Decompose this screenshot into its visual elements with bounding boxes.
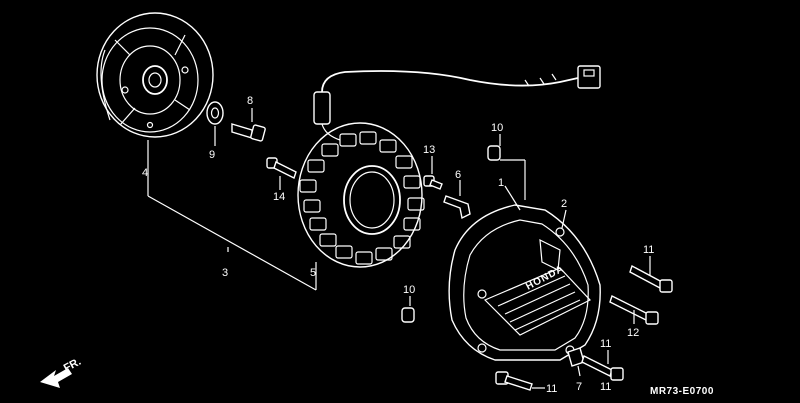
callout-8: 8: [247, 95, 253, 107]
cover-bolt-right: [581, 355, 624, 381]
gasket-tab: [567, 347, 585, 367]
callout-5: 5: [310, 267, 316, 279]
cover-bolt-12: [609, 295, 659, 325]
callout-12: 12: [627, 327, 639, 339]
callout-11-bottom: 11: [546, 383, 557, 395]
callout-11-right: 11: [600, 338, 611, 350]
dowel-pin-upper: [487, 145, 501, 161]
diagram-code: MR73-E0700: [650, 386, 714, 397]
callout-13: 13: [423, 144, 435, 156]
callout-4: 4: [142, 167, 148, 179]
callout-14: 14: [273, 191, 285, 203]
cover-bolt-top: [629, 264, 673, 293]
callout-2: 2: [561, 198, 567, 210]
dowel-pin-lower: [401, 307, 415, 323]
stator: [297, 122, 425, 268]
callout-11-lower-right: 11: [600, 381, 611, 393]
washer: [206, 101, 224, 125]
callout-6: 6: [455, 169, 461, 181]
left-crankcase-cover: HONDA: [448, 204, 601, 361]
leader-lines: [147, 108, 651, 389]
callout-labels: 1 2 3 4 5 6 7 8 9 10 10 11 11 11 11 12 1…: [142, 95, 654, 395]
callout-11-top: 11: [643, 244, 654, 256]
stator-bolt: [266, 157, 297, 179]
direction-label: FR.: [62, 356, 83, 375]
stator-wire-harness: [313, 65, 601, 141]
callout-10-upper: 10: [491, 122, 503, 134]
front-direction-arrow: FR.: [40, 356, 83, 388]
wire-clamp: [443, 195, 471, 220]
callout-7: 7: [576, 381, 582, 393]
callout-10-lower: 10: [403, 284, 415, 296]
flywheel: [96, 12, 214, 138]
callout-1: 1: [498, 177, 504, 189]
callout-3: 3: [222, 267, 228, 279]
cover-bolt-bottom: [495, 371, 533, 391]
bolt-13: [423, 175, 443, 190]
callout-9: 9: [209, 149, 215, 161]
flywheel-bolt: [231, 123, 266, 142]
